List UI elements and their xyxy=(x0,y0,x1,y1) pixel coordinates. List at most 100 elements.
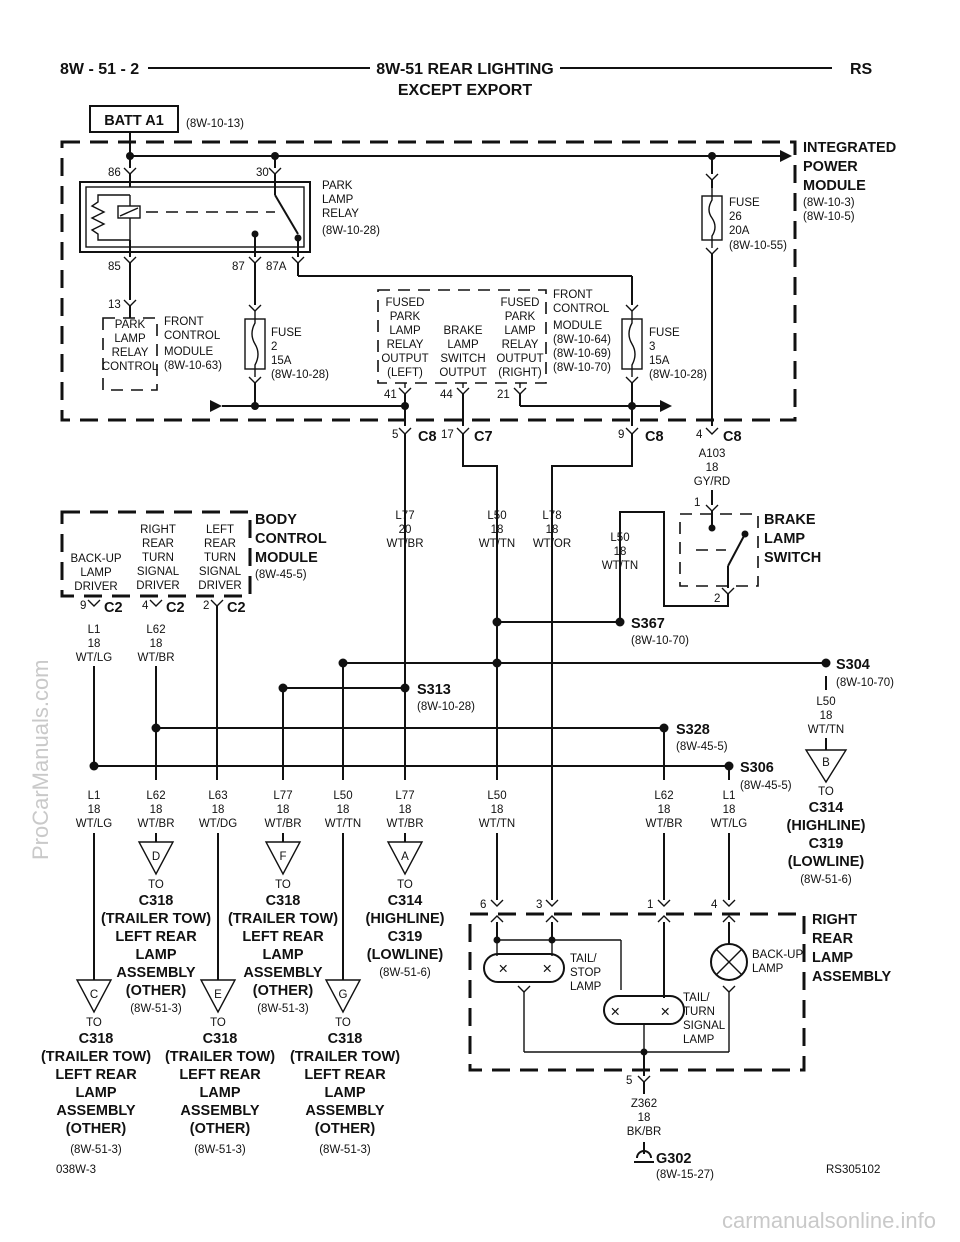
svg-text:C318: C318 xyxy=(328,1031,363,1047)
svg-text:18: 18 xyxy=(638,1112,651,1124)
svg-text:6: 6 xyxy=(480,899,486,911)
svg-text:MODULE: MODULE xyxy=(553,320,603,332)
page-subtitle: EXCEPT EXPORT xyxy=(398,82,532,99)
relay-inner xyxy=(85,186,305,248)
svg-text:C319: C319 xyxy=(809,836,844,852)
splice-s304 xyxy=(821,658,831,668)
svg-text:(HIGHLINE): (HIGHLINE) xyxy=(787,818,866,834)
svg-text:TO: TO xyxy=(397,879,413,891)
svg-text:18: 18 xyxy=(88,804,101,816)
svg-text:9: 9 xyxy=(80,600,86,612)
svg-text:LAMP: LAMP xyxy=(75,1085,116,1101)
svg-text:WT/BR: WT/BR xyxy=(137,818,174,830)
ipm-ref-1: (8W-10-3) xyxy=(803,197,855,209)
fcm-output-left: FUSED PARK LAMP RELAY OUTPUT (LEFT) xyxy=(381,297,428,379)
brake-lamp-switch-box xyxy=(679,513,759,587)
fcm-output-right: FUSED PARK LAMP RELAY OUTPUT (RIGHT) xyxy=(496,297,543,379)
svg-text:LAMP: LAMP xyxy=(389,325,421,337)
svg-text:LAMP: LAMP xyxy=(764,531,805,547)
svg-text:LEFT REAR: LEFT REAR xyxy=(179,1067,261,1083)
svg-text:4: 4 xyxy=(142,600,149,612)
tail-stop-lamp xyxy=(483,953,565,983)
svg-text:RELAY: RELAY xyxy=(502,339,539,351)
splice-s367 xyxy=(615,617,625,627)
svg-text:WT/TN: WT/TN xyxy=(808,724,844,736)
svg-text:18: 18 xyxy=(658,804,671,816)
footer-right-code: RS305102 xyxy=(826,1164,880,1176)
svg-text:C8: C8 xyxy=(723,429,742,445)
svg-text:C7: C7 xyxy=(474,429,493,445)
relay-pin-86: 86 xyxy=(108,167,121,179)
relay-pin-87: 87 xyxy=(232,261,245,273)
pin-connector xyxy=(248,256,262,264)
svg-text:(8W-15-27): (8W-15-27) xyxy=(656,1169,714,1181)
svg-text:SWITCH: SWITCH xyxy=(440,353,485,365)
svg-text:20A: 20A xyxy=(729,225,750,237)
svg-text:(LOWLINE): (LOWLINE) xyxy=(367,947,444,963)
svg-text:1: 1 xyxy=(694,497,700,509)
svg-text:21: 21 xyxy=(497,389,510,401)
svg-text:OUTPUT: OUTPUT xyxy=(381,353,428,365)
svg-text:C: C xyxy=(90,989,98,1001)
fcm-left-box xyxy=(102,317,158,391)
relay-contact-arm xyxy=(274,194,299,235)
brake-switch-contact xyxy=(727,533,746,567)
svg-text:DRIVER: DRIVER xyxy=(74,581,117,593)
svg-text:(OTHER): (OTHER) xyxy=(315,1121,376,1137)
svg-text:E: E xyxy=(214,989,222,1001)
relay-coil xyxy=(90,194,130,241)
svg-text:CONTROL: CONTROL xyxy=(255,531,327,547)
svg-text:44: 44 xyxy=(440,389,453,401)
svg-text:LEFT REAR: LEFT REAR xyxy=(55,1067,137,1083)
svg-text:5: 5 xyxy=(626,1075,632,1087)
svg-text:LAMP: LAMP xyxy=(683,1034,715,1046)
page-title: 8W-51 REAR LIGHTING xyxy=(376,61,553,78)
svg-text:LAMP: LAMP xyxy=(262,947,303,963)
svg-text:DRIVER: DRIVER xyxy=(198,580,241,592)
side-watermark: ProCarManuals.com xyxy=(28,659,53,860)
svg-text:L78: L78 xyxy=(542,510,561,522)
svg-text:L1: L1 xyxy=(88,790,101,802)
svg-text:3: 3 xyxy=(536,899,542,911)
svg-text:L63: L63 xyxy=(208,790,227,802)
svg-text:(TRAILER TOW): (TRAILER TOW) xyxy=(101,911,211,927)
svg-text:WT/BR: WT/BR xyxy=(645,818,682,830)
svg-text:LAMP: LAMP xyxy=(324,1085,365,1101)
svg-text:PARK: PARK xyxy=(390,311,421,323)
right-rear-lamp-assembly-outline xyxy=(468,912,806,1072)
svg-text:L77: L77 xyxy=(273,790,292,802)
svg-text:TURN: TURN xyxy=(683,1006,715,1018)
svg-text:ASSEMBLY: ASSEMBLY xyxy=(812,969,892,985)
svg-text:18: 18 xyxy=(88,638,101,650)
backup-lamp xyxy=(710,943,748,981)
svg-text:TAIL/: TAIL/ xyxy=(570,953,597,965)
svg-text:(8W-10-70): (8W-10-70) xyxy=(631,635,689,647)
svg-text:FRONT: FRONT xyxy=(553,289,593,301)
svg-text:FRONT: FRONT xyxy=(164,316,204,328)
svg-text:LEFT: LEFT xyxy=(206,524,234,536)
svg-text:3: 3 xyxy=(649,341,655,353)
page-number: 8W - 51 - 2 xyxy=(60,61,139,78)
svg-text:MODULE: MODULE xyxy=(164,346,214,358)
svg-text:TO: TO xyxy=(818,786,834,798)
offpage-connector-b xyxy=(804,749,848,784)
svg-text:18: 18 xyxy=(150,638,163,650)
relay-pin-85: 85 xyxy=(108,261,121,273)
svg-text:(8W-10-28): (8W-10-28) xyxy=(649,369,707,381)
svg-text:OUTPUT: OUTPUT xyxy=(439,367,486,379)
filament-mark: ✕ xyxy=(542,962,552,976)
relay-label-2: LAMP xyxy=(322,194,354,206)
svg-text:2: 2 xyxy=(271,341,277,353)
svg-text:SIGNAL: SIGNAL xyxy=(683,1020,726,1032)
svg-text:(8W-51-3): (8W-51-3) xyxy=(319,1144,371,1156)
svg-text:L62: L62 xyxy=(146,624,165,636)
svg-text:LAMP: LAMP xyxy=(80,567,112,579)
svg-text:(TRAILER TOW): (TRAILER TOW) xyxy=(290,1049,400,1065)
svg-text:L1: L1 xyxy=(723,790,736,802)
svg-text:WT/TN: WT/TN xyxy=(602,560,638,572)
svg-text:L62: L62 xyxy=(146,790,165,802)
svg-text:LAMP: LAMP xyxy=(114,333,146,345)
svg-text:C314: C314 xyxy=(809,800,844,816)
svg-text:20: 20 xyxy=(399,524,412,536)
svg-text:STOP: STOP xyxy=(570,967,601,979)
